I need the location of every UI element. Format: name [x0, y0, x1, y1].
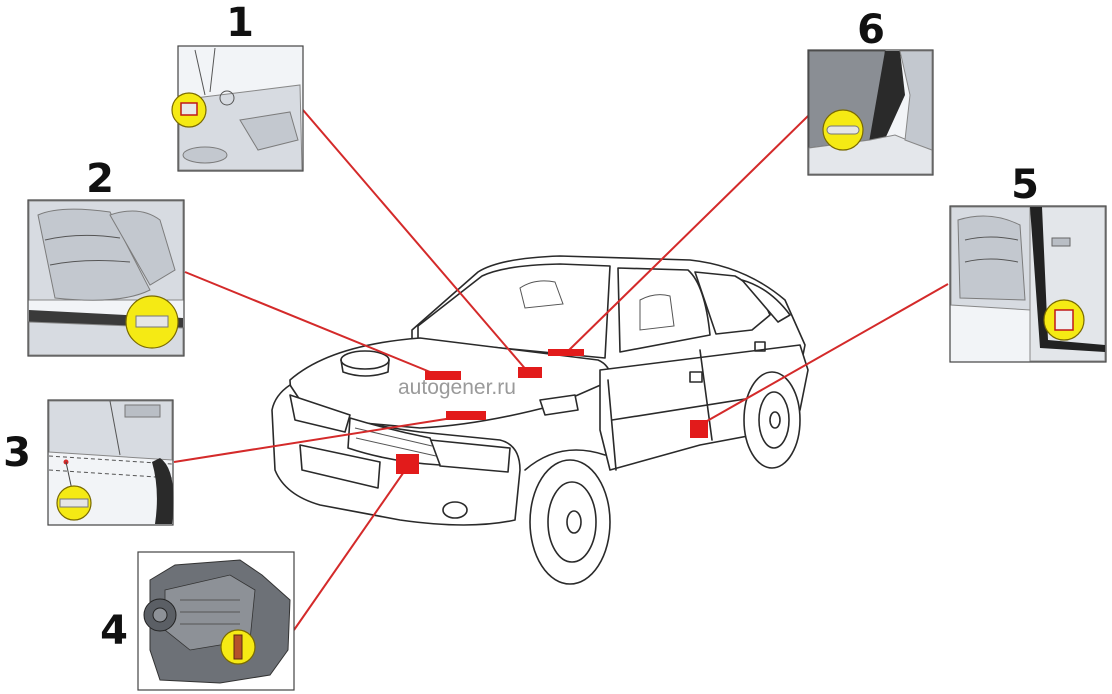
marker-6	[548, 349, 584, 356]
marker-3	[446, 411, 486, 420]
callout-numbers: 1 2 3 4 5 6	[3, 0, 1039, 654]
inset-1-engine-bay	[171, 45, 304, 172]
callout-number-4: 4	[100, 608, 128, 654]
inset-6-windshield-corner	[807, 49, 934, 176]
callout-number-1: 1	[226, 0, 254, 46]
callout-number-5: 5	[1011, 162, 1039, 208]
marker-1	[518, 367, 542, 378]
callout-number-3: 3	[3, 430, 31, 476]
watermark-text: autogener.ru	[398, 376, 516, 399]
inset-4-engine-block	[137, 551, 295, 691]
inset-5-b-pillar	[949, 205, 1107, 363]
car-illustration	[271, 255, 809, 585]
inset-3-door-sill	[47, 399, 174, 526]
marker-5	[690, 420, 708, 438]
inset-2-seat-floor	[27, 199, 185, 357]
marker-2	[425, 371, 461, 380]
callout-number-2: 2	[86, 156, 114, 202]
callout-number-6: 6	[857, 7, 885, 53]
marker-4	[396, 454, 419, 474]
vin-markers	[396, 349, 708, 474]
leader-lines	[173, 109, 949, 631]
